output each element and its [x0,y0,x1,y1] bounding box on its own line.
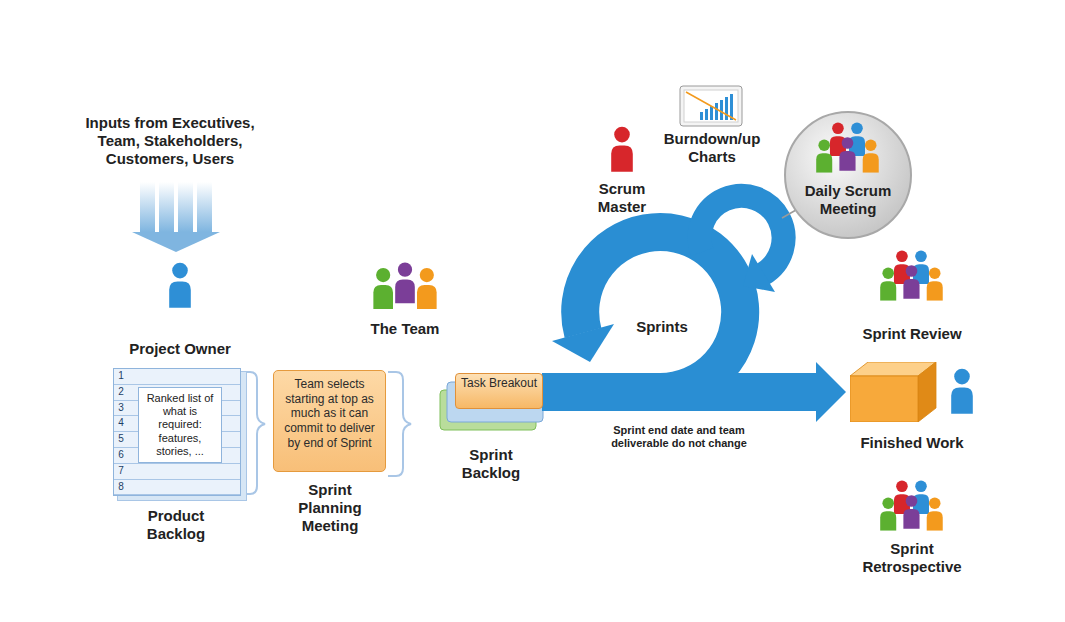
backlog-layer [447,382,543,422]
box-text: Task Breakout [456,374,542,394]
box-caption: Product Backlog [126,507,226,543]
sprint-loop [552,232,740,392]
finished-cube: Finished Work [850,362,938,422]
finished-owner-figure [951,369,973,414]
bracket [388,372,411,476]
event-name: Sprint Review [847,325,977,343]
artifact-name: Burndown/up Charts [652,130,772,166]
arrow-note: Sprint end date and team deliverable do … [609,424,749,450]
role-name: The Team [350,320,460,338]
scrum-master-figure [611,127,633,172]
event-name: Sprint Retrospective [852,540,972,576]
planning-box: Team selects starting at top as much as … [273,370,386,472]
row-number: 1 [115,369,127,383]
box-caption: Finished Work [847,434,977,452]
row-number: 3 [115,401,127,415]
loop-name: Sprints [622,318,702,336]
circle-outline [783,110,913,240]
daily-scrum-circle: Daily Scrum Meeting [783,110,913,240]
task-box: Task BreakoutSprint Backlog [455,373,543,409]
input-arrows [132,182,220,252]
box-text: Ranked list of what is required: feature… [138,387,222,463]
box-caption: Sprint Planning Meeting [280,481,380,535]
row-number: 5 [115,432,127,446]
box-caption: Daily Scrum Meeting [793,182,903,218]
sprint-arrow [542,362,846,422]
row-number: 6 [115,448,127,462]
review-figures [880,251,943,301]
row-number: 8 [115,480,127,494]
daily-loop [700,196,784,292]
backlog-list: Ranked list of what is required: feature… [113,368,241,496]
box-caption: Sprint Backlog [451,446,531,482]
bracket [243,372,265,494]
role-name: Scrum Master [582,180,662,216]
inputs-note: Inputs from Executives, Team, Stakeholde… [63,114,278,168]
row-number: 7 [115,464,127,478]
burndown-chart-icon [680,86,742,126]
cube-shape [850,362,938,422]
row-number: 4 [115,416,127,430]
project-owner-figure [169,263,191,308]
leader-line [782,210,796,218]
box-text: Team selects starting at top as much as … [274,371,385,456]
team-figures [373,263,436,309]
row-number: 2 [115,385,127,399]
retrospective-figures [880,481,943,531]
role-name: Project Owner [110,340,250,358]
